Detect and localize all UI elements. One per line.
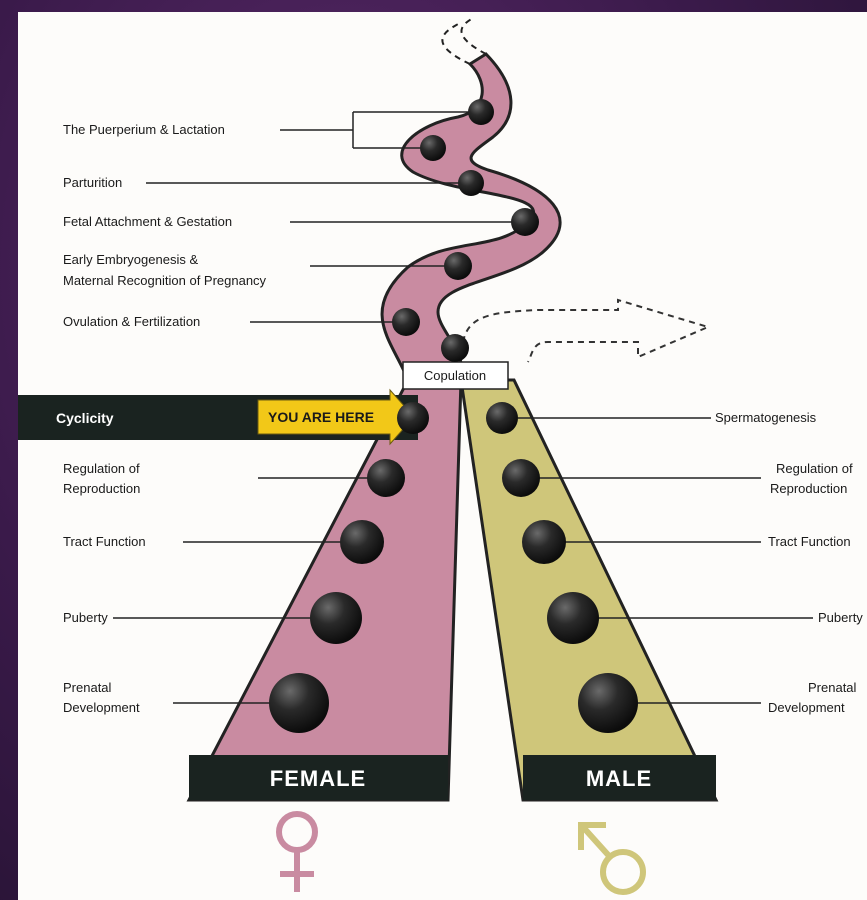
female-label: FEMALE — [270, 766, 366, 791]
node-gestation — [511, 208, 539, 236]
label-fetal-attachment: Fetal Attachment & Gestation — [63, 214, 232, 229]
label-ovulation: Ovulation & Fertilization — [63, 314, 200, 329]
male-label: MALE — [586, 766, 652, 791]
node-cyclicity — [397, 402, 429, 434]
male-continuation-arrow — [463, 300, 708, 362]
node-embryogenesis — [444, 252, 472, 280]
label-male-prenatal-1: Prenatal — [808, 680, 857, 695]
male-pathway — [461, 380, 716, 800]
node-ovulation — [392, 308, 420, 336]
node-male-tract — [522, 520, 566, 564]
label-maternal-recognition: Maternal Recognition of Pregnancy — [63, 273, 267, 288]
node-spermatogenesis — [486, 402, 518, 434]
label-female-regulation-2: Reproduction — [63, 481, 140, 496]
node-male-puberty — [547, 592, 599, 644]
node-female-prenatal — [269, 673, 329, 733]
label-female-prenatal-1: Prenatal — [63, 680, 112, 695]
label-spermatogenesis: Spermatogenesis — [715, 410, 817, 425]
node-male-regulation — [502, 459, 540, 497]
label-female-tract: Tract Function — [63, 534, 146, 549]
cyclicity-label: Cyclicity — [56, 410, 114, 426]
you-are-here-label: YOU ARE HERE — [268, 409, 374, 425]
node-female-puberty — [310, 592, 362, 644]
copulation-label: Copulation — [424, 368, 486, 383]
label-female-regulation-1: Regulation of — [63, 461, 140, 476]
label-male-prenatal-2: Development — [768, 700, 845, 715]
reproduction-pathway-diagram: FEMALE MALE Cyclicity YOU ARE HERE Copul… — [18, 12, 867, 900]
label-male-regulation-1: Regulation of — [776, 461, 853, 476]
label-male-regulation-2: Reproduction — [770, 481, 847, 496]
label-puerperium: The Puerperium & Lactation — [63, 122, 225, 137]
node-female-tract — [340, 520, 384, 564]
label-early-embryogenesis: Early Embryogenesis & — [63, 252, 198, 267]
male-symbol-icon — [581, 825, 643, 892]
node-copulation — [441, 334, 469, 362]
female-symbol-icon — [279, 814, 315, 892]
diagram-panel: FEMALE MALE Cyclicity YOU ARE HERE Copul… — [18, 12, 867, 900]
node-male-prenatal — [578, 673, 638, 733]
label-parturition: Parturition — [63, 175, 122, 190]
node-parturition — [458, 170, 484, 196]
label-female-prenatal-2: Development — [63, 700, 140, 715]
label-male-tract: Tract Function — [768, 534, 851, 549]
node-female-regulation — [367, 459, 405, 497]
label-female-puberty: Puberty — [63, 610, 108, 625]
node-lactation-2 — [420, 135, 446, 161]
female-pathway — [189, 380, 461, 800]
node-lactation-1 — [468, 99, 494, 125]
label-male-puberty: Puberty — [818, 610, 863, 625]
